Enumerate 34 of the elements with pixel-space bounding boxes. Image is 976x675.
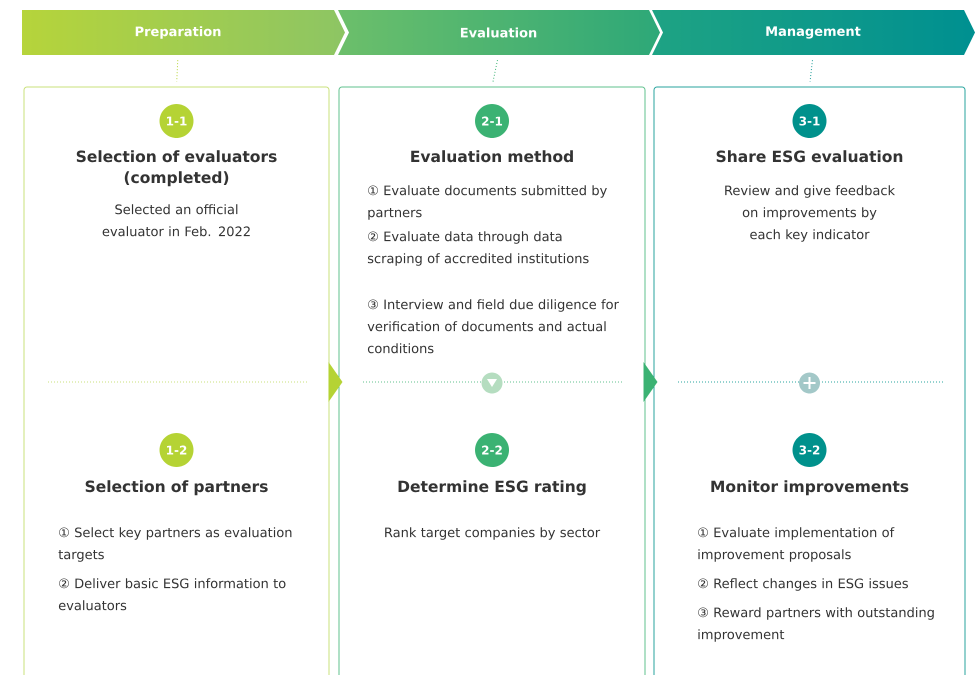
stage-chevron: Evaluation [460, 27, 536, 38]
stage-chevron: Preparation [136, 26, 220, 39]
column-panel [654, 86, 966, 675]
step-heading: Evaluation method [411, 150, 573, 162]
list-item: ② Deliver basic ESG information to evaluators [58, 578, 286, 610]
column-panel [24, 86, 330, 675]
list-item: ③ Reward partners with outstanding improvement [698, 607, 934, 642]
step-description: Selected an official evaluator in Feb. 2022 [102, 204, 250, 236]
connector-line [492, 60, 498, 82]
step-badge: 3-2 [792, 433, 826, 467]
step-badge: 1-1 [160, 104, 194, 138]
connector-line [176, 60, 178, 82]
step-heading: Determine ESG rating [398, 480, 586, 496]
column-panel [338, 86, 646, 675]
step-badge: 2-1 [475, 104, 509, 138]
step-description: Rank target companies by sector [385, 527, 600, 540]
stage-chevron: Management [766, 26, 861, 39]
step-heading: Monitor improvements [711, 480, 908, 496]
chevron-arrow [643, 362, 658, 402]
chevron-arrow [328, 362, 342, 402]
list-item: ① Evaluate documents submitted by partners [368, 185, 607, 220]
step-heading: Share ESG evaluation [716, 150, 902, 162]
step-badge: 1-2 [160, 433, 194, 467]
step-description: Review and give feedback on improvements by each key indicator [725, 185, 896, 242]
step-heading: Selection of evaluators (completed) [76, 150, 277, 186]
step-heading: Selection of partners [86, 480, 268, 496]
list-item: ③ Interview and field due diligence for verification of documents and actual conditions [368, 299, 619, 354]
list-item: ② Reflect changes in ESG issues [698, 578, 908, 591]
step-badge: 2-2 [475, 433, 509, 467]
step-badge: 3-1 [792, 104, 826, 138]
list-item: ① Evaluate implementation of improvement proposals [698, 527, 894, 562]
list-item: ① Select key partners as evaluation targets [58, 527, 292, 562]
list-item: ② Evaluate data through data scraping of accredited institutions [368, 231, 589, 266]
connector-line [810, 60, 813, 82]
